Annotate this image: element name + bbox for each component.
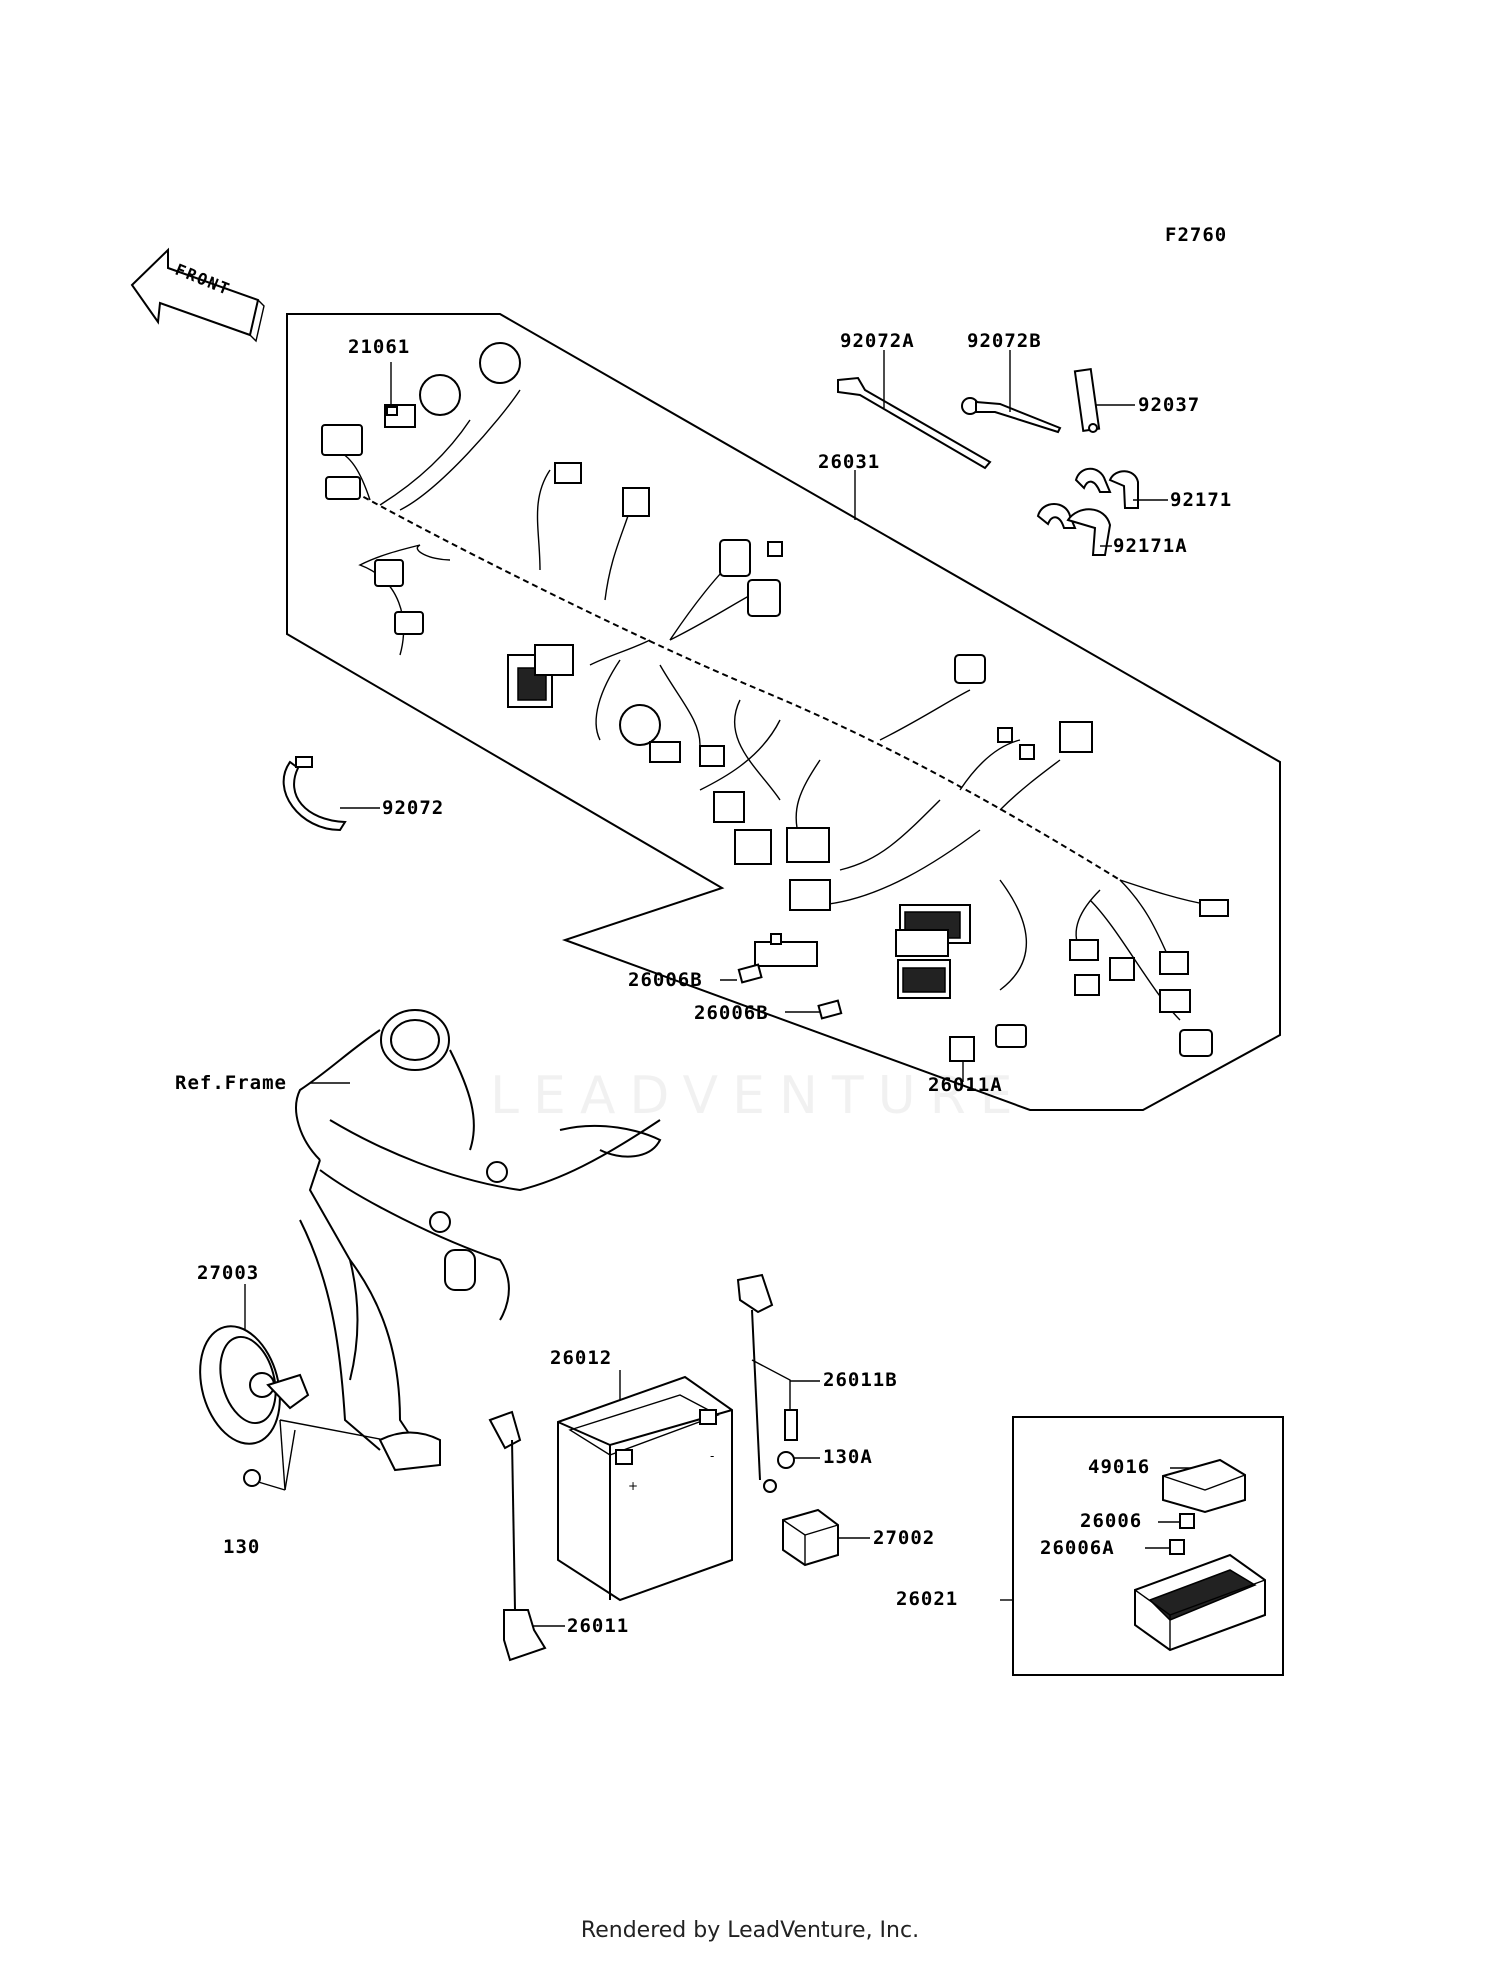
fuse-box-49016 <box>1162 1458 1246 1514</box>
fuse-block-26021 <box>1134 1553 1266 1652</box>
part-21061-shape <box>386 406 398 416</box>
part-label-92072A: 92072A <box>840 330 915 352</box>
cable-26011 <box>488 1410 547 1662</box>
harness-branches <box>334 389 1211 1021</box>
cable-26011B <box>736 1273 798 1493</box>
part-label-92072B: 92072B <box>967 330 1042 352</box>
frame-drawing <box>295 1009 662 1472</box>
part-label-26006: 26006 <box>1080 1510 1143 1532</box>
footer-credit: Rendered by LeadVenture, Inc. <box>580 1918 920 1943</box>
watermark: LEADVENTURE <box>490 1066 1027 1126</box>
harness-outline <box>286 313 1281 1111</box>
clamp-92171A <box>1036 503 1112 556</box>
bolt-130A <box>777 1451 795 1469</box>
clamp-92037 <box>1073 368 1101 433</box>
fuse-26006A <box>1169 1539 1185 1555</box>
part-26006B-shape-2 <box>817 999 843 1020</box>
part-label-26006B-1: 26006B <box>628 969 703 991</box>
part-label-27002: 27002 <box>873 1527 936 1549</box>
part-26006B-shape-1 <box>737 963 763 984</box>
harness-trunk <box>357 490 1123 885</box>
cable-tie-92072B <box>961 397 1062 434</box>
part-label-26012: 26012 <box>550 1347 613 1369</box>
cable-band-92072 <box>282 756 347 832</box>
part-label-92072: 92072 <box>382 797 445 819</box>
relay-27002 <box>782 1508 839 1567</box>
part-label-21061: 21061 <box>348 336 411 358</box>
svg-text:+: + <box>628 1479 638 1493</box>
part-label-26006A: 26006A <box>1040 1537 1115 1559</box>
svg-text:-: - <box>710 1449 714 1463</box>
part-26011A-shape <box>949 1036 975 1062</box>
part-label-26011B: 26011B <box>823 1369 898 1391</box>
part-label-92171A: 92171A <box>1113 535 1188 557</box>
part-label-49016: 49016 <box>1088 1456 1151 1478</box>
part-label-26031: 26031 <box>818 451 881 473</box>
figure-code: F2760 <box>1165 224 1228 246</box>
part-label-92171: 92171 <box>1170 489 1233 511</box>
battery-26012: + - <box>557 1375 733 1602</box>
part-label-27003: 27003 <box>197 1262 260 1284</box>
fuse-26006 <box>1179 1513 1195 1529</box>
part-label-26011: 26011 <box>567 1615 630 1637</box>
front-arrow-icon <box>130 247 265 343</box>
part-label-130: 130 <box>223 1536 261 1558</box>
horn-27003 <box>199 1325 310 1487</box>
frame-label: Ref.Frame <box>175 1072 287 1094</box>
part-label-26006B-2: 26006B <box>694 1002 769 1024</box>
leader-lines <box>244 350 1200 1627</box>
clamp-92171 <box>1074 467 1139 509</box>
part-label-130A: 130A <box>823 1446 873 1468</box>
part-label-26011A: 26011A <box>928 1074 1003 1096</box>
part-label-26021: 26021 <box>896 1588 959 1610</box>
part-label-92037: 92037 <box>1138 394 1201 416</box>
cable-tie-92072A <box>837 376 992 470</box>
harness-connectors <box>321 342 1229 1057</box>
fuse-box-outline <box>1012 1416 1284 1676</box>
